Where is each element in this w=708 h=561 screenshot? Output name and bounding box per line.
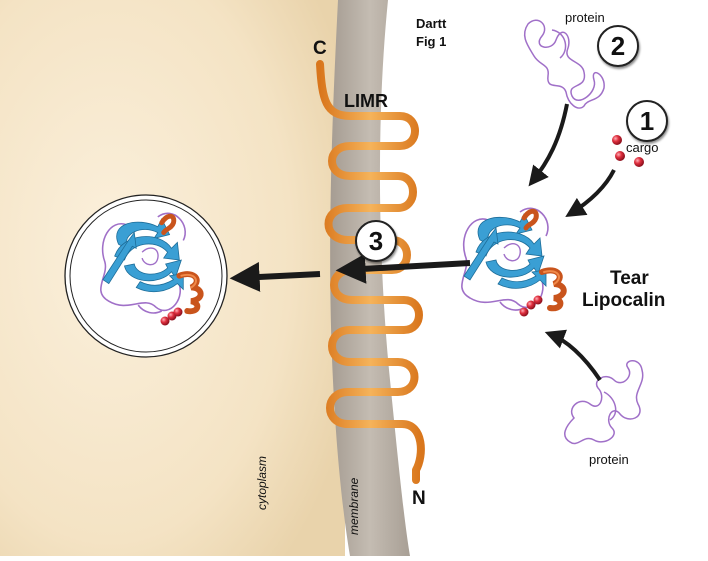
bound-cargo-icon xyxy=(519,307,529,317)
caption-line-1: Dartt xyxy=(416,16,447,31)
bound-cargo-icon xyxy=(526,300,536,310)
lipocalin-label: Lipocalin xyxy=(582,290,666,311)
arrow-icon xyxy=(544,329,602,382)
membrane-region xyxy=(330,0,410,556)
tear-lipocalin-label: Tear Lipocalin xyxy=(582,268,665,312)
protein-top-ribbon-icon xyxy=(523,19,605,109)
figure-caption: Dartt Fig 1 xyxy=(416,15,446,51)
protein-top-label: protein xyxy=(565,10,605,25)
c-terminus-label: C xyxy=(313,38,327,59)
arrow-icon xyxy=(528,103,569,187)
cargo-label: cargo xyxy=(626,140,659,155)
step-2-badge: 2 xyxy=(597,25,639,67)
cargo-sphere-icon xyxy=(634,157,644,167)
cargo-sphere-icon xyxy=(612,135,622,145)
tear-label: Tear xyxy=(610,268,649,289)
bound-cargo-icon xyxy=(533,295,543,305)
step-3-badge: 3 xyxy=(355,220,397,262)
cargo-sphere-icon xyxy=(615,151,625,161)
vesicle-inner-ring xyxy=(69,199,223,353)
cytoplasm-label: cytoplasm xyxy=(255,455,269,510)
caption-line-2: Fig 1 xyxy=(416,34,447,49)
arrow-icon xyxy=(229,261,321,292)
limr-label: LIMR xyxy=(344,91,388,111)
internalized-cargo-icon xyxy=(173,307,183,317)
protein-bottom-label: protein xyxy=(589,452,629,467)
n-terminus-label: N xyxy=(412,488,426,509)
arrow-icon xyxy=(565,169,616,217)
protein-bottom-ribbon-icon xyxy=(564,360,644,445)
membrane-label: membrane xyxy=(347,477,361,535)
step-1-badge: 1 xyxy=(626,100,668,142)
internalized-cargo-icon xyxy=(160,316,170,326)
arrow-icon xyxy=(335,253,471,284)
tear-lipocalin-ribbon-icon xyxy=(462,208,564,310)
